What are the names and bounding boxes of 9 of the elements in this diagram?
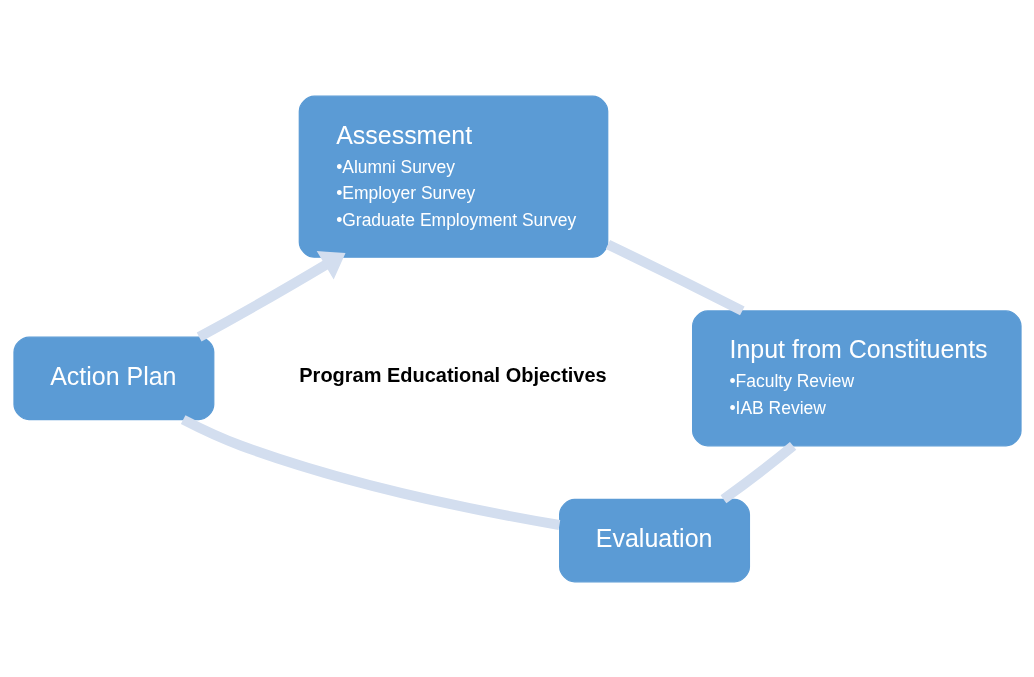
- connector: [180, 414, 560, 530]
- node-box: Assessment •Alumni Survey •Employer Survey •Graduate Employment Survey: [298, 95, 608, 258]
- node-box: Action Plan: [12, 336, 214, 420]
- connector: [720, 441, 796, 503]
- node-box: Input from Constituents •Faculty Review •IAB Review: [691, 309, 1022, 446]
- connector: [605, 239, 745, 315]
- label: Program Educational Objectives: [298, 363, 607, 386]
- node-box: Evaluation: [558, 498, 750, 582]
- arrow: [196, 250, 346, 341]
